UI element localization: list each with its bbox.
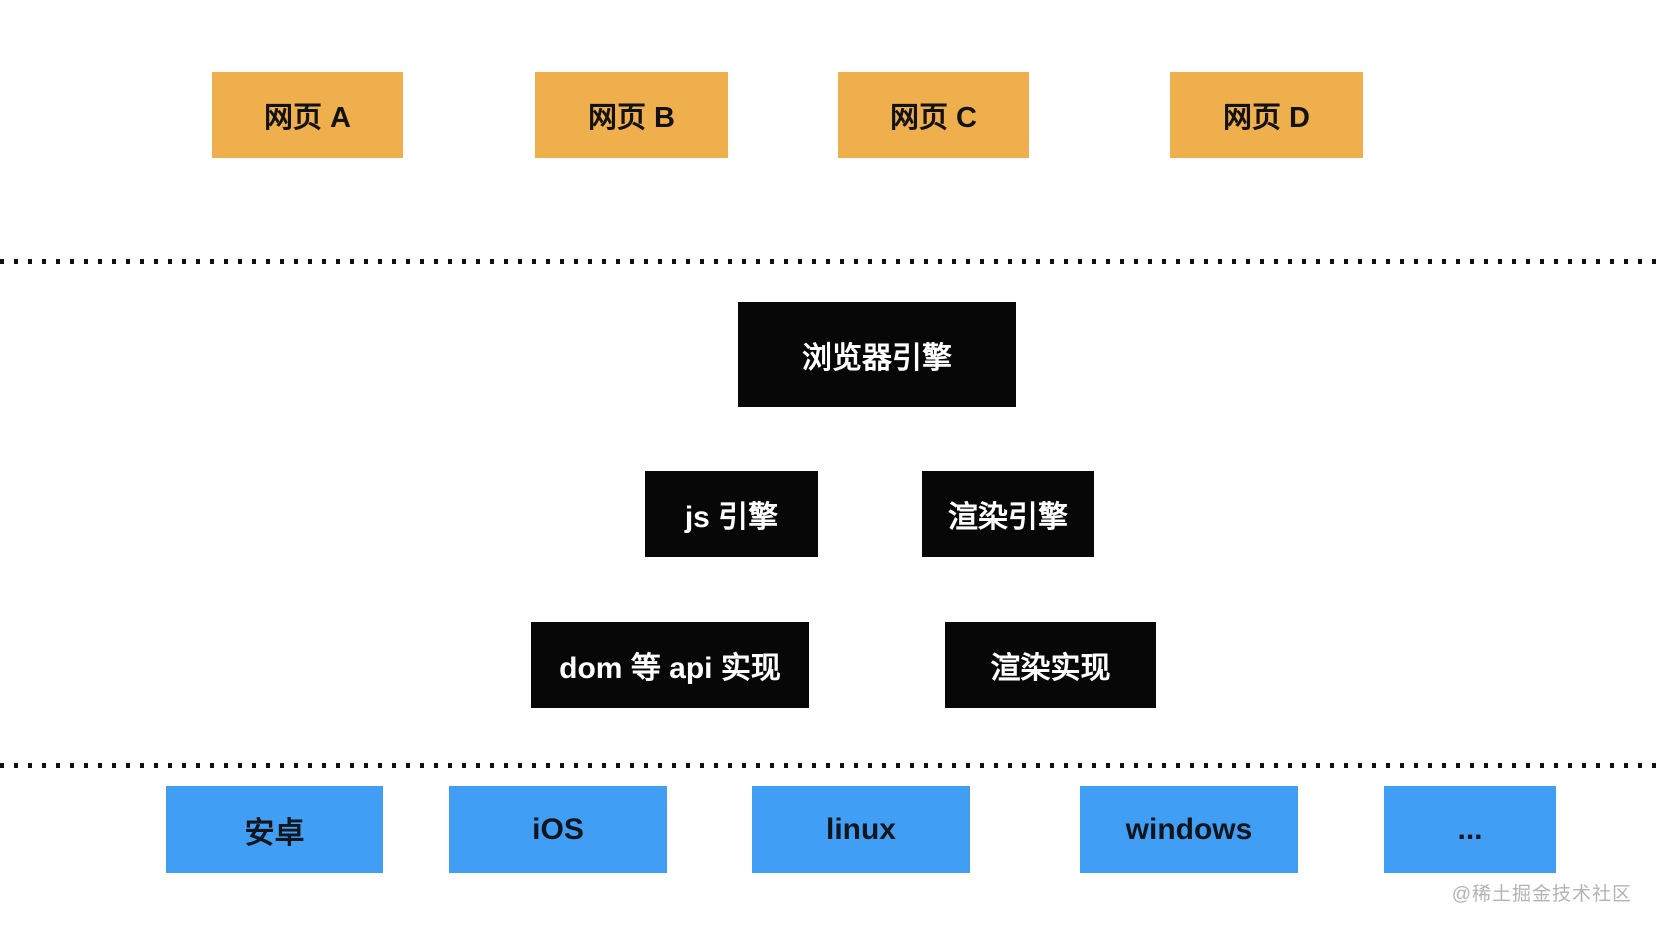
divider-dotted-bottom (0, 763, 1656, 768)
node-browser-engine: 浏览器引擎 (738, 302, 1016, 407)
node-render-engine: 渲染引擎 (922, 471, 1094, 557)
divider-dotted-top (0, 259, 1656, 264)
watermark: @稀土掘金技术社区 (1451, 884, 1632, 905)
node-page-d: 网页 D (1170, 72, 1363, 158)
node-platform-android: 安卓 (166, 786, 383, 873)
node-js-engine: js 引擎 (645, 471, 818, 557)
node-page-a: 网页 A (212, 72, 403, 158)
node-platform-linux: linux (752, 786, 970, 873)
node-platform-windows: windows (1080, 786, 1298, 873)
node-dom-api-implementation: dom 等 api 实现 (531, 622, 809, 708)
node-render-implementation: 渲染实现 (945, 622, 1156, 708)
node-page-b: 网页 B (535, 72, 728, 158)
node-page-c: 网页 C (838, 72, 1029, 158)
node-platform-more: ... (1384, 786, 1556, 873)
node-platform-ios: iOS (449, 786, 667, 873)
